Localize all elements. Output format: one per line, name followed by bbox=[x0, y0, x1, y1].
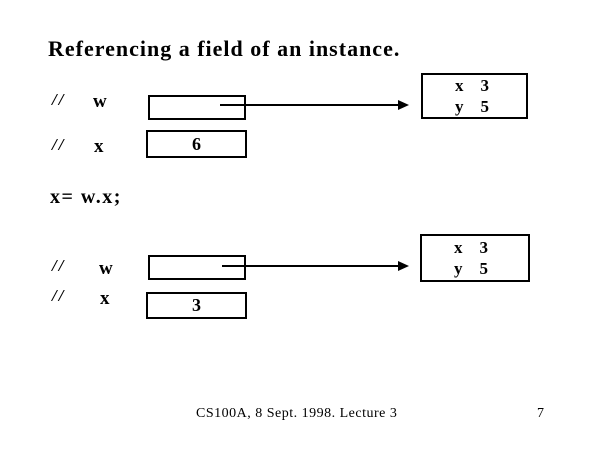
variable-box-w bbox=[148, 255, 246, 280]
pointer-arrow-line bbox=[222, 265, 399, 267]
comment-marker: // bbox=[52, 286, 66, 305]
page-title: Referencing a field of an instance. bbox=[48, 36, 401, 61]
object-instance-box: x 3 y 5 bbox=[421, 73, 528, 119]
code-statement: x= w.x; bbox=[50, 186, 122, 208]
field-name: x bbox=[455, 76, 464, 95]
object-field-row: x 3 bbox=[455, 75, 526, 96]
field-value: 5 bbox=[480, 97, 490, 116]
variable-label-w: w bbox=[99, 258, 114, 279]
field-value: 5 bbox=[479, 259, 489, 278]
variable-label-x: x bbox=[94, 136, 105, 157]
field-name: y bbox=[454, 259, 463, 278]
variable-box-x-value: 3 bbox=[192, 295, 201, 315]
field-value: 3 bbox=[480, 76, 490, 95]
pointer-arrow-head-icon bbox=[398, 261, 409, 271]
field-value: 3 bbox=[479, 238, 489, 257]
pointer-arrow-head-icon bbox=[398, 100, 409, 110]
comment-marker: // bbox=[52, 135, 66, 154]
comment-marker: // bbox=[52, 256, 66, 275]
comment-marker: // bbox=[52, 90, 66, 109]
object-field-row: x 3 bbox=[454, 237, 528, 258]
variable-box-x: 3 bbox=[146, 292, 247, 319]
variable-label-x: x bbox=[100, 288, 111, 309]
variable-box-x: 6 bbox=[146, 130, 247, 158]
variable-box-x-value: 6 bbox=[192, 133, 201, 154]
pointer-arrow-line bbox=[220, 104, 399, 106]
object-instance-box: x 3 y 5 bbox=[420, 234, 530, 282]
object-field-row: y 5 bbox=[455, 96, 526, 117]
field-name: y bbox=[455, 97, 464, 116]
footer-course-info: CS100A, 8 Sept. 1998. Lecture 3 bbox=[196, 406, 398, 421]
page-number: 7 bbox=[537, 406, 545, 421]
object-field-row: y 5 bbox=[454, 258, 528, 279]
variable-label-w: w bbox=[93, 91, 108, 112]
variable-box-w bbox=[148, 95, 246, 120]
field-name: x bbox=[454, 238, 463, 257]
